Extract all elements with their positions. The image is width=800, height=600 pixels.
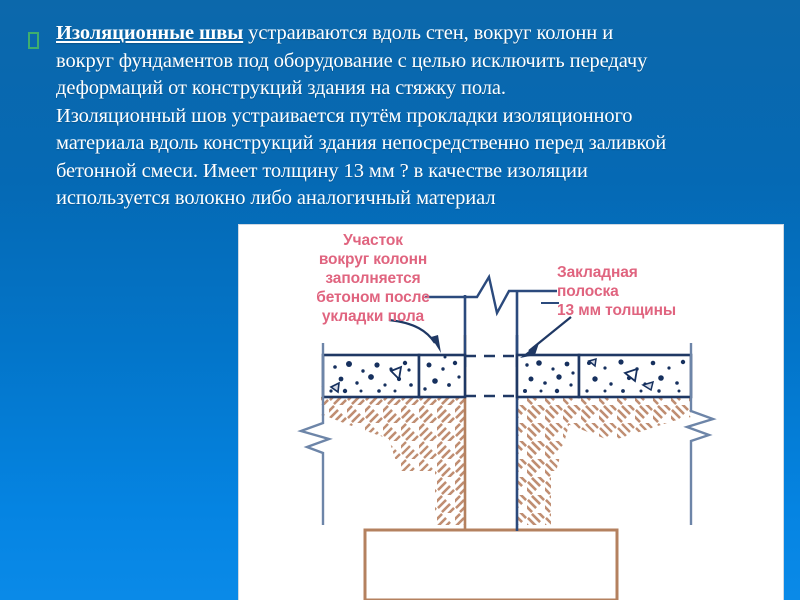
diagram-panel: Участок вокруг колонн заполняется бетоно… — [238, 224, 784, 600]
body-lead-phrase: Изоляционные швы — [56, 22, 244, 44]
isolation-joint-dashed-lines — [465, 354, 517, 398]
body-line-5: материала вдоль конструкций здания непос… — [56, 132, 667, 154]
body-line-1: Изоляционные швы устраиваются вдоль стен… — [56, 20, 772, 48]
bullet-row: Изоляционные швы устраиваются вдоль стен… — [28, 20, 772, 213]
body-line-2: вокруг фундаментов под оборудование с це… — [56, 49, 648, 72]
body-line-7: используется волокно либо аналогичный ма… — [56, 187, 496, 209]
diagram-label-embedded-strip: Закладная полоска 13 мм толщины — [557, 264, 677, 319]
left-break-line — [297, 343, 333, 525]
body-line-4: Изоляционный шов устраивается путём прок… — [56, 104, 633, 127]
bullet-square-icon — [28, 32, 39, 49]
body-line-6: бетонной смеси. Имеет толщину 13 мм ? в … — [56, 159, 588, 182]
leader-arrow-left — [388, 318, 441, 353]
bullet-text-block: Изоляционные швы устраиваются вдоль стен… — [28, 20, 772, 213]
body-paragraph: Изоляционные швы устраиваются вдоль стен… — [56, 20, 772, 213]
diagram-label-column-area: Участок вокруг колонн заполняется бетоно… — [316, 232, 430, 325]
concrete-slab-left — [321, 353, 467, 399]
concrete-slab-right — [515, 353, 693, 399]
leader-arrow-right — [520, 316, 572, 358]
body-line-3: деформаций от конструкций здания на стяж… — [56, 77, 506, 99]
construction-section-drawing — [239, 273, 783, 600]
right-break-line — [683, 343, 717, 525]
foundation-footing — [363, 528, 619, 600]
soil-clear-zones — [239, 385, 783, 541]
body-line-1-rest: устраиваются вдоль стен, вокруг колонн и — [243, 22, 614, 44]
soil-hatch-column-flanks — [323, 383, 691, 525]
